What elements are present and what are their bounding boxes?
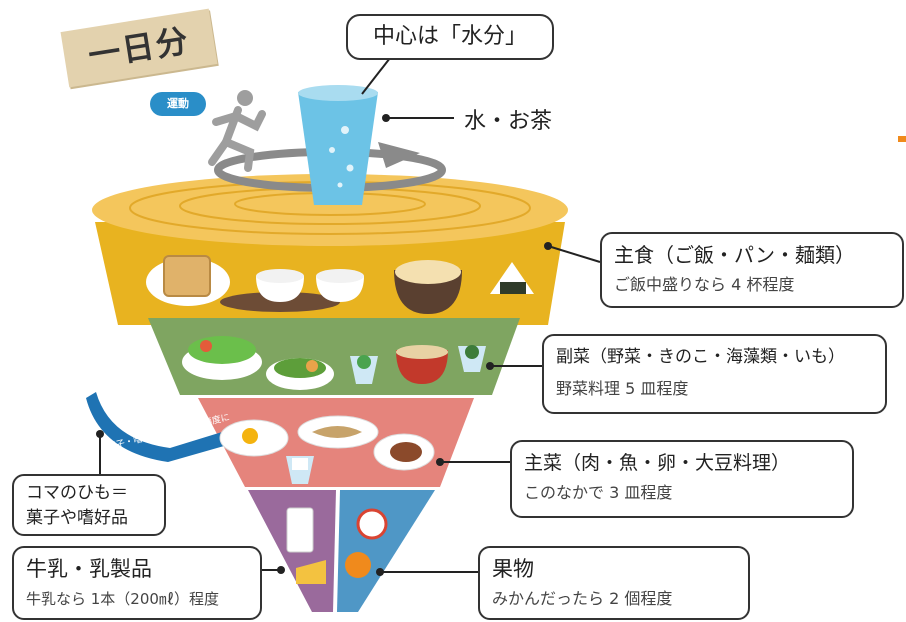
water-label: 水・お茶: [464, 109, 553, 134]
running-man-icon: [208, 90, 266, 172]
top-string-callout: コマのひも＝ 菓子や嗜好品: [12, 474, 166, 536]
fruit-subtitle: みかんだったら 2 個程度: [492, 589, 673, 608]
center-callout: 中心は「水分」: [346, 14, 554, 60]
top-string-line2: 菓子や嗜好品: [26, 508, 128, 528]
miso-soup-icon: [396, 350, 448, 384]
string-ribbon: [86, 392, 224, 462]
fruits: [345, 508, 388, 578]
main-dish-subtitle: このなかで 3 皿程度: [524, 483, 673, 502]
dairy-callout: 牛乳・乳製品 牛乳なら 1本（200㎖）程度: [12, 546, 262, 620]
exercise-bubble: 運動: [150, 92, 206, 116]
staple-title: 主食（ご飯・パン・麺類）: [614, 243, 855, 267]
main-dish-callout: 主菜（肉・魚・卵・大豆料理） このなかで 3 皿程度: [510, 440, 854, 518]
staple-subtitle: ご飯中盛りなら 4 杯程度: [614, 275, 795, 294]
dairy-foods: [286, 507, 326, 584]
top-string-line1: コマのひも＝: [26, 483, 128, 503]
water-glass-icon: [298, 85, 378, 205]
edge-mark: [898, 136, 906, 142]
main-dishes: [219, 415, 435, 484]
main-dish-title: 主菜（肉・魚・卵・大豆料理）: [524, 452, 791, 474]
small-bowl-icon: [350, 356, 378, 384]
connector-dots: [96, 114, 552, 576]
dairy-subtitle: 牛乳なら 1本（200㎖）程度: [26, 590, 219, 608]
milk-glass-icon: [286, 507, 314, 553]
side-dish-subtitle: 野菜料理 5 皿程度: [556, 379, 689, 398]
fruit-title: 果物: [492, 557, 534, 581]
mandarin-icon: [345, 552, 371, 578]
fruit-band: [337, 490, 435, 612]
fruit-callout: 果物 みかんだったら 2 個程度: [478, 546, 750, 620]
side-dish-title: 副菜（野菜・きのこ・海藻類・いも）: [556, 347, 845, 367]
staple-foods: [146, 255, 534, 314]
dairy-title: 牛乳・乳製品: [26, 557, 152, 581]
connector-lines: [99, 57, 601, 573]
rice-bowl-icon: [256, 276, 304, 302]
rice-bowl-icon: [316, 276, 364, 302]
toast-icon: [163, 255, 211, 297]
side-dishes: [182, 336, 486, 390]
staple-callout: 主食（ご飯・パン・麺類） ご飯中盛りなら 4 杯程度: [600, 232, 904, 308]
side-dish-callout: 副菜（野菜・きのこ・海藻類・いも） 野菜料理 5 皿程度: [542, 334, 887, 414]
center-callout-text: 中心は「水分」: [372, 24, 527, 49]
apple-icon: [356, 508, 388, 540]
cheese-icon: [296, 560, 326, 584]
